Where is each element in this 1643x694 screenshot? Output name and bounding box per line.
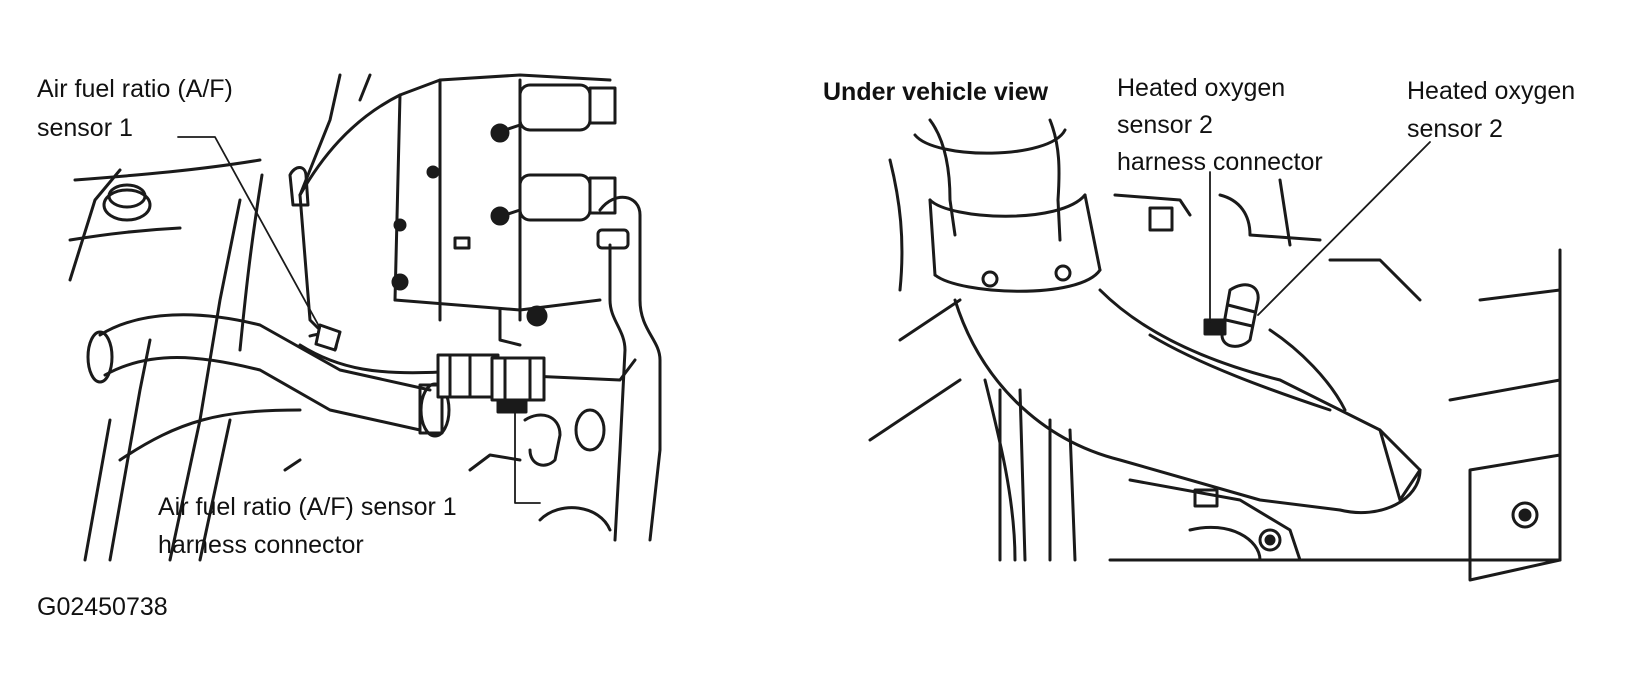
view-title: Under vehicle view bbox=[823, 78, 1049, 106]
ho2s-label-line2: sensor 2 bbox=[1407, 115, 1503, 143]
figure-code: G02450738 bbox=[37, 593, 168, 621]
underbody-line-art bbox=[868, 118, 1562, 582]
af-sensor-label-line2: sensor 1 bbox=[37, 114, 133, 142]
af-connector-label-line1: Air fuel ratio (A/F) sensor 1 bbox=[158, 493, 457, 521]
ho2s-connector-label-line2: sensor 2 bbox=[1117, 111, 1213, 139]
engine-bay-line-art bbox=[68, 73, 662, 562]
ho2s-connector-label-line1: Heated oxygen bbox=[1117, 74, 1286, 102]
af-connector-label-line2: harness connector bbox=[158, 531, 364, 559]
ho2s-label-line1: Heated oxygen bbox=[1407, 77, 1576, 105]
af-sensor-label-line1: Air fuel ratio (A/F) bbox=[37, 75, 233, 103]
ho2s-connector-label-line3: harness connector bbox=[1117, 148, 1323, 176]
